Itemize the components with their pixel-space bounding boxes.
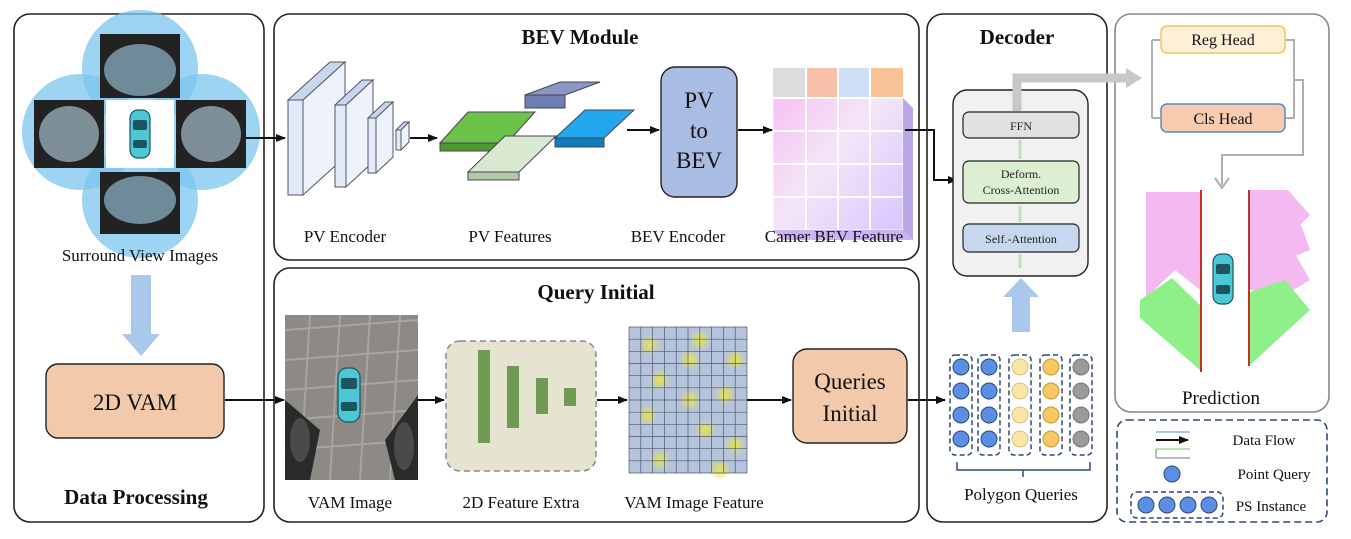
bev-encoder-label: BEV Encoder — [631, 227, 726, 246]
point-query — [952, 406, 970, 424]
data-processing-title: Data Processing — [64, 485, 208, 509]
bev-module-title: BEV Module — [522, 25, 639, 49]
pv-features-label: PV Features — [468, 227, 551, 246]
deform-attention-block — [962, 160, 1080, 204]
feature-extra-label: 2D Feature Extra — [462, 493, 580, 512]
bev-flow-arrows — [246, 126, 958, 184]
polygon-queries-label: Polygon Queries — [964, 485, 1078, 504]
self-attention-block — [962, 223, 1080, 253]
legend-ps-instance-label: PS Instance — [1236, 499, 1307, 515]
point-query — [1072, 358, 1090, 376]
ps-instance-column — [1008, 354, 1032, 456]
pv-to-bev-line-1: PV — [684, 88, 714, 113]
legend-ps-instance-icon — [1130, 491, 1224, 519]
vam-block — [45, 363, 225, 439]
deform-label-line-2: Cross-Attention — [983, 183, 1060, 197]
camera-bev-feature-block — [772, 67, 913, 240]
cls-head-block — [1160, 103, 1286, 133]
point-query — [980, 406, 998, 424]
vam-car-icon — [337, 367, 361, 423]
point-query — [1042, 358, 1060, 376]
legend-data-flow-icon — [1155, 431, 1190, 459]
pv-to-bev-line-3: BEV — [676, 148, 722, 173]
decoder-title: Decoder — [980, 25, 1055, 49]
vam-image-feature — [628, 326, 748, 481]
ffn-label: FFN — [1010, 119, 1032, 133]
point-query — [952, 358, 970, 376]
surround-view-images — [22, 10, 260, 258]
ps-instance-column — [1069, 354, 1093, 456]
ps-instance-column — [1039, 354, 1063, 456]
prediction-car-icon — [1212, 253, 1234, 305]
legend-point-query-label: Point Query — [1238, 467, 1311, 483]
point-query — [952, 382, 970, 400]
point-query — [1072, 430, 1090, 448]
point-query — [1011, 382, 1029, 400]
queries-initial-line-1: Queries — [814, 369, 886, 394]
up-arrow-icon — [1003, 278, 1039, 332]
point-query — [1042, 430, 1060, 448]
queries-initial-block — [792, 348, 908, 444]
polygon-queries — [949, 354, 1093, 456]
vam-image-feature-label: VAM Image Feature — [624, 493, 763, 512]
ps-instance-column — [949, 354, 973, 456]
legend-point-query-icon — [1163, 465, 1181, 483]
point-query — [1011, 406, 1029, 424]
surround-view-label: Surround View Images — [62, 246, 218, 265]
legend-panel — [1116, 419, 1328, 523]
point-query — [1042, 382, 1060, 400]
pv-encoder-block — [286, 60, 411, 197]
prediction-slots-right — [1248, 190, 1310, 366]
vam-image-label: VAM Image — [308, 493, 392, 512]
point-query — [1011, 430, 1029, 448]
point-query — [1072, 406, 1090, 424]
feature-extra-bars — [478, 350, 576, 443]
ffn-to-heads-arrow — [1012, 68, 1142, 111]
query-initial-title: Query Initial — [537, 280, 654, 304]
cls-head-label: Cls Head — [1193, 111, 1252, 128]
point-query — [1011, 358, 1029, 376]
down-arrow-icon — [122, 275, 160, 356]
vam-block-label: 2D VAM — [93, 390, 177, 415]
camera-bev-feature-label: Camer BEV Feature — [765, 227, 903, 246]
head-connectors — [1151, 39, 1304, 190]
point-query — [980, 382, 998, 400]
point-query — [952, 430, 970, 448]
legend-data-flow-label: Data Flow — [1233, 433, 1296, 449]
pv-features-block — [438, 81, 636, 181]
point-query — [1072, 382, 1090, 400]
polygon-queries-brace — [956, 462, 1091, 477]
ffn-block — [962, 111, 1080, 139]
pv-to-bev-block — [660, 66, 738, 198]
self-attention-label: Self.-Attention — [985, 232, 1057, 246]
point-query — [980, 358, 998, 376]
reg-head-block — [1160, 25, 1286, 54]
deform-label-line-1: Deform. — [1001, 167, 1041, 181]
prediction-label: Prediction — [1182, 388, 1261, 409]
reg-head-label: Reg Head — [1191, 32, 1255, 49]
ego-car-icon — [129, 109, 151, 159]
queries-initial-line-2: Initial — [823, 401, 878, 426]
pv-to-bev-line-2: to — [690, 118, 708, 143]
pv-encoder-label: PV Encoder — [304, 227, 387, 246]
point-query — [1042, 406, 1060, 424]
prediction-slots-left — [1140, 190, 1202, 372]
ps-instance-column — [977, 354, 1001, 456]
point-query — [980, 430, 998, 448]
